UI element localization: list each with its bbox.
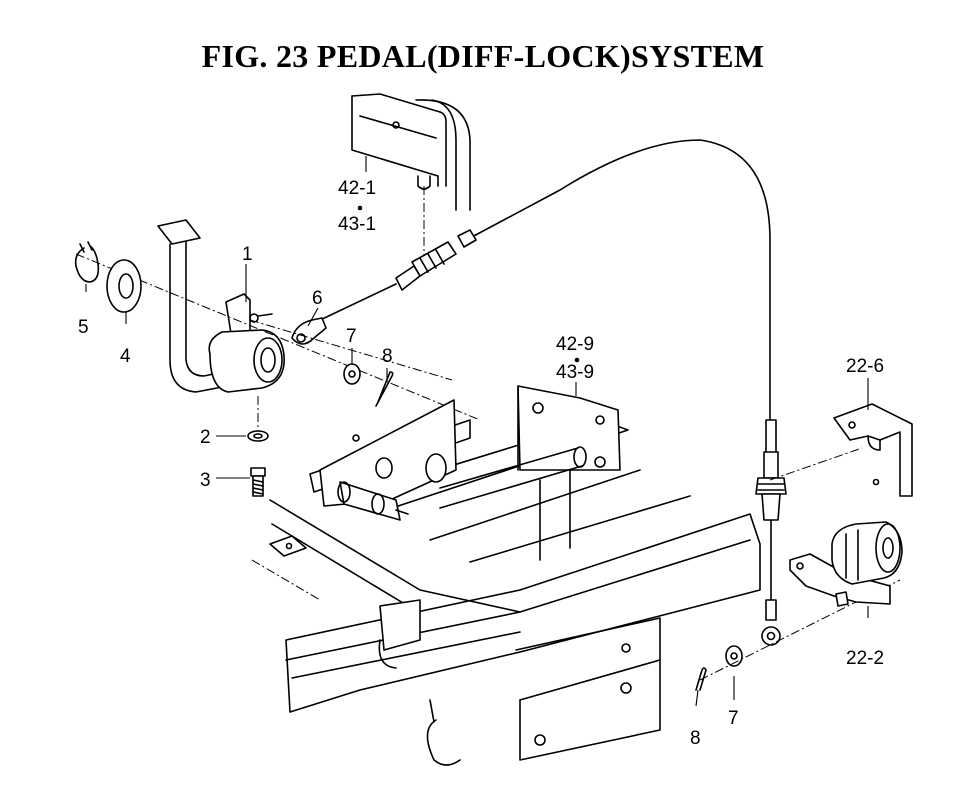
label-part-43-9: 43-9 [556, 362, 594, 383]
label-part-4: 4 [120, 346, 131, 367]
label-part-1: 1 [242, 244, 253, 265]
label-part-8-lower: 8 [690, 728, 701, 749]
pedal-assembly [75, 219, 481, 440]
snap-ring [74, 241, 100, 283]
label-part-42-1: 42-1 [338, 178, 376, 199]
label-part-43-1: 43-1 [338, 214, 376, 235]
label-part-42-9: 42-9 [556, 334, 594, 355]
bracket-22-6 [833, 403, 913, 497]
label-part-7-upper: 7 [346, 326, 357, 347]
label-separator-dot [574, 357, 580, 363]
fender-bracket [351, 93, 471, 260]
label-part-8-upper: 8 [382, 346, 393, 367]
washer [106, 259, 142, 313]
diff-lock-lever-22-2 [789, 521, 903, 607]
washer-2 [247, 430, 269, 442]
bolt-3 [250, 467, 266, 497]
figure-title: FIG. 23 PEDAL(DIFF-LOCK)SYSTEM [201, 38, 765, 74]
leader-lines [85, 156, 869, 707]
label-part-22-2: 22-2 [846, 648, 884, 669]
label-part-22-6: 22-6 [846, 356, 884, 377]
label-part-6: 6 [312, 288, 323, 309]
diff-lock-cable [291, 139, 863, 646]
washer-7-upper [343, 363, 361, 385]
label-part-2: 2 [200, 427, 211, 448]
label-part-7-lower: 7 [728, 708, 739, 729]
pin-axis-line [699, 579, 901, 681]
label-part-5: 5 [78, 317, 89, 338]
split-pin-8-upper [375, 371, 394, 407]
part-labels: 1 2 3 4 5 6 7 8 7 8 42-1 43-1 42-9 43-9 … [78, 178, 884, 749]
label-part-3: 3 [200, 470, 211, 491]
tractor-frame [251, 385, 761, 766]
label-separator-dot [357, 205, 363, 211]
split-pin-8-lower [695, 667, 707, 691]
